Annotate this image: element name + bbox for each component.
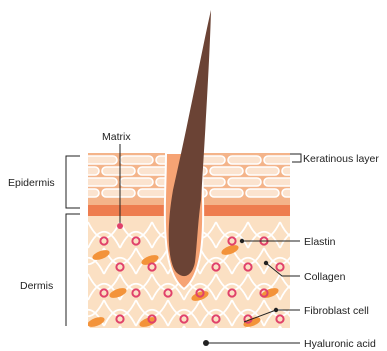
dermis-fiber [56, 326, 88, 342]
epidermis-cell [210, 167, 243, 175]
fibroblast-cell-label: Fibroblast cell [304, 305, 369, 317]
elastin-label: Elastin [304, 236, 336, 248]
epidermis-cell [102, 167, 135, 175]
epidermis-cell [282, 167, 315, 175]
dermis-fiber [328, 248, 360, 264]
dermis-fiber [296, 248, 328, 264]
collagen-pointer-dot [264, 261, 268, 265]
dermis-fiber [56, 232, 88, 248]
hyaluronic-acid-label: Hyaluronic acid [304, 338, 376, 350]
dermis-fiber [248, 326, 280, 342]
dermis-label: Dermis [20, 280, 53, 292]
matrix-label: Matrix [102, 131, 131, 143]
dermis-fiber [56, 274, 88, 290]
dermis-bracket [66, 214, 80, 326]
dermis-fiber [184, 326, 216, 342]
keratinous-layer-bracket [290, 154, 301, 162]
epidermis-label: Epidermis [8, 177, 55, 189]
epidermis-cell [264, 156, 297, 164]
dermis-fiber [152, 326, 184, 342]
epidermis-cell [282, 189, 315, 197]
dermis-fiber [120, 326, 152, 342]
fibroblast-pointer-dot [274, 308, 278, 312]
epidermis-cell [120, 156, 153, 164]
epidermis-cell [120, 178, 153, 186]
epidermis-bracket [66, 156, 80, 208]
collagen-label: Collagen [304, 271, 346, 283]
epidermis-cell [84, 156, 117, 164]
dermis-fiber [120, 336, 152, 351]
epidermis-cell [66, 189, 99, 197]
dermis-fiber [56, 222, 88, 238]
dermis-fiber [216, 326, 248, 342]
epidermis-cell [102, 189, 135, 197]
epidermis-cell [246, 189, 279, 197]
dermis-fiber [312, 284, 344, 300]
epidermis-cell [66, 167, 99, 175]
epidermis-cell [228, 156, 261, 164]
dermis-fiber [152, 336, 184, 351]
dermis-fiber [56, 284, 88, 300]
epidermis-cell [246, 167, 279, 175]
dermis-fiber [88, 326, 120, 342]
dermis-fiber [88, 336, 120, 351]
epidermis-cell [210, 189, 243, 197]
epidermis-cell [84, 178, 117, 186]
keratinous-layer-label: Keratinous layer [303, 153, 379, 165]
dermis-fiber [56, 336, 88, 351]
epidermis-cell [228, 178, 261, 186]
hyaluronic-dot-icon [117, 223, 123, 229]
epidermis-cell [264, 178, 297, 186]
elastin-pointer-dot [240, 239, 244, 243]
